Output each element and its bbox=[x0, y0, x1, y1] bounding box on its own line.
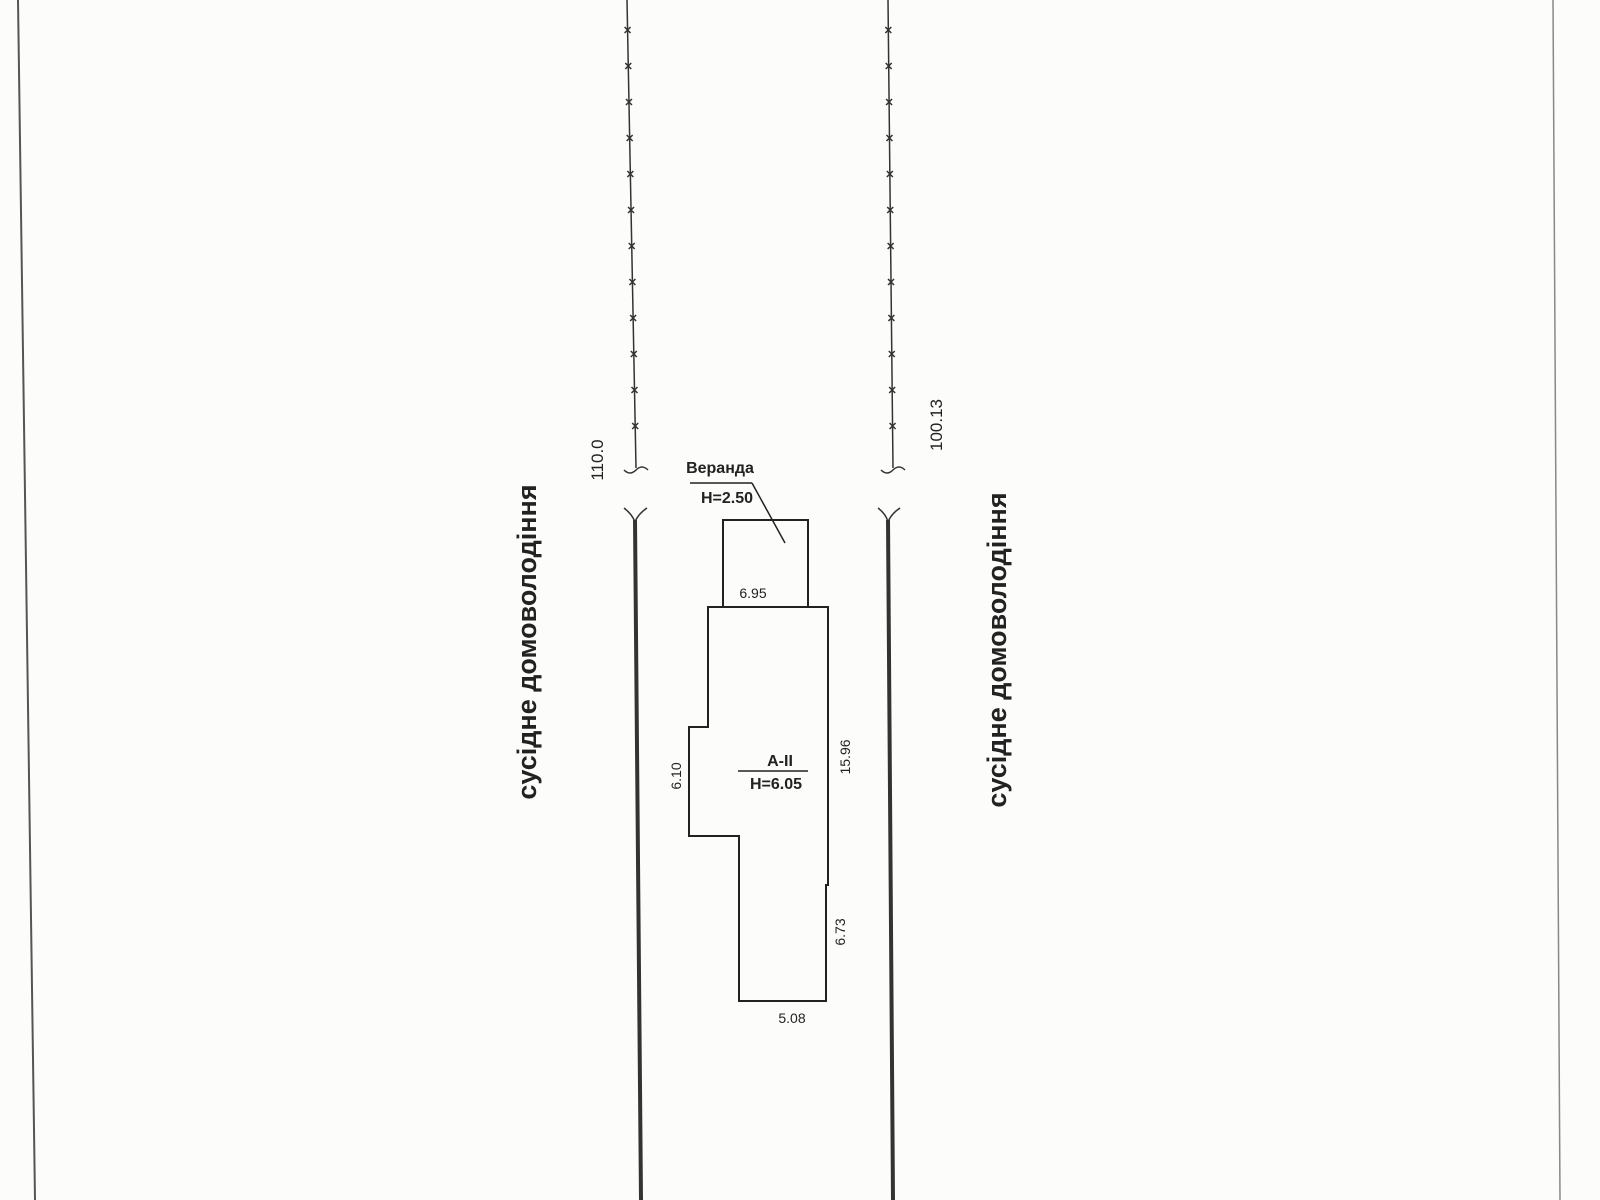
fence-x-mark bbox=[630, 350, 638, 358]
building-height: H=6.05 bbox=[750, 776, 802, 793]
page-border-left bbox=[17, 0, 36, 1200]
fence-x-mark bbox=[631, 422, 639, 430]
fence-x-mark bbox=[887, 314, 895, 322]
page-border-right bbox=[1552, 0, 1561, 1200]
fence-x-mark bbox=[624, 62, 632, 70]
fence-right-lower bbox=[877, 507, 901, 1200]
fence-x-mark bbox=[630, 386, 639, 394]
fence-x-mark bbox=[624, 26, 632, 34]
fence-x-mark bbox=[627, 206, 635, 214]
fence-x-mark bbox=[629, 314, 637, 322]
fence-left-upper bbox=[623, 0, 649, 474]
fence-x-mark bbox=[886, 170, 894, 178]
fence-left-length: 110.0 bbox=[588, 439, 607, 480]
dim-right-upper: 15.96 bbox=[837, 739, 853, 774]
building-name: А-ІІ bbox=[767, 753, 793, 770]
fence-x-mark bbox=[626, 134, 634, 142]
fence-x-mark bbox=[885, 98, 893, 106]
fence-x-mark bbox=[625, 98, 633, 106]
veranda-width: 6.95 bbox=[739, 585, 766, 601]
fence-x-mark bbox=[886, 206, 894, 214]
dim-left: 6.10 bbox=[668, 762, 684, 789]
fence-right-upper bbox=[880, 0, 906, 474]
fence-x-mark bbox=[888, 386, 896, 394]
fence-x-mark bbox=[888, 350, 896, 358]
neighbor-right-label: сусідне домоволодіння bbox=[982, 492, 1012, 807]
fence-x-mark bbox=[887, 278, 895, 286]
fence-x-mark bbox=[626, 170, 634, 178]
fence-x-mark bbox=[885, 62, 893, 70]
veranda-name: Веранда bbox=[686, 460, 754, 477]
veranda-leader-pointer bbox=[751, 482, 786, 544]
fence-x-mark bbox=[628, 242, 636, 250]
fence-x-mark bbox=[884, 26, 892, 34]
fence-x-mark bbox=[885, 134, 894, 142]
dim-bottom: 5.08 bbox=[778, 1010, 805, 1026]
fence-x-mark bbox=[889, 422, 897, 430]
veranda-height: H=2.50 bbox=[701, 490, 753, 507]
fence-x-mark bbox=[887, 242, 895, 250]
neighbor-left-label: сусідне домоволодіння bbox=[512, 484, 542, 799]
main-building-outline bbox=[688, 606, 829, 1002]
dim-right-lower: 6.73 bbox=[832, 918, 848, 945]
fence-x-mark bbox=[628, 278, 636, 286]
fence-left-lower bbox=[623, 507, 648, 1200]
fence-right-length: 100.13 bbox=[927, 399, 946, 451]
